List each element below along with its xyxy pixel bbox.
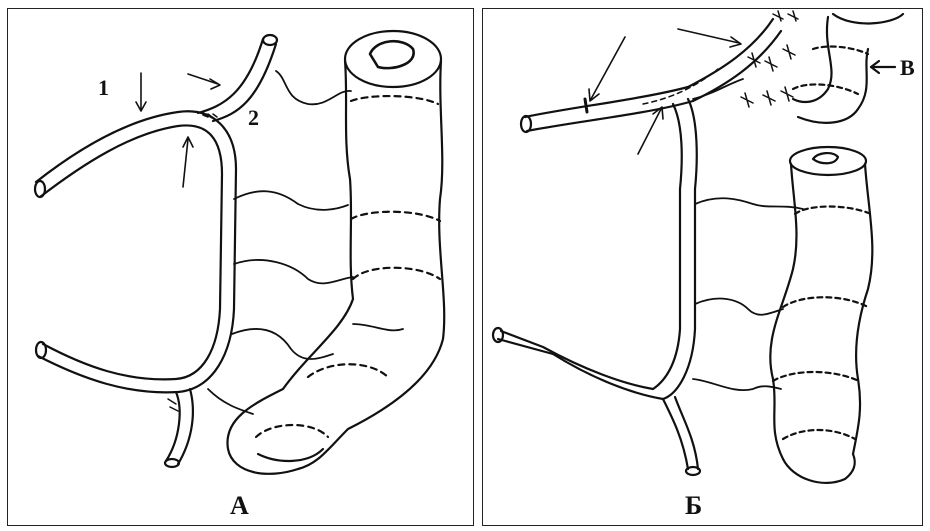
label-v: В [900, 57, 915, 79]
vascular-arch [493, 19, 781, 475]
arrow-lower [638, 107, 663, 154]
panel-b-letter: Б [685, 493, 702, 519]
label-1: 1 [98, 77, 109, 99]
panel-a: 1 2 А [7, 8, 474, 526]
vessels [693, 79, 803, 390]
vascular-arch [35, 111, 236, 392]
intestine [227, 31, 444, 474]
arrow-left [589, 37, 625, 101]
lower-intestine [770, 147, 872, 483]
panel-b: В Б [482, 8, 923, 526]
upper-branch [198, 35, 277, 121]
lower-branch [165, 389, 193, 467]
arrow-upper [678, 29, 741, 47]
upper-intestine [793, 14, 903, 123]
arrow-bottom [183, 137, 193, 187]
panel-a-letter: А [230, 493, 249, 519]
label-2: 2 [248, 107, 259, 129]
panel-b-drawing [483, 9, 924, 527]
panel-a-drawing [8, 9, 475, 527]
arrow-v [871, 61, 895, 73]
arrow-top-right [188, 74, 220, 89]
arrow-1 [136, 73, 146, 111]
